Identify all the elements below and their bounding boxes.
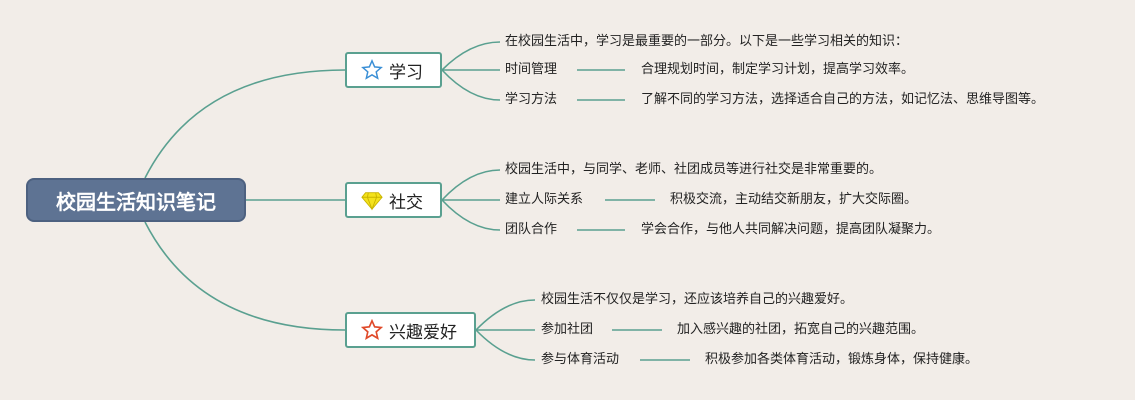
red-star-icon: [361, 319, 383, 341]
topic-study[interactable]: 学习: [345, 52, 442, 88]
social-item-1-label: 建立人际关系: [505, 192, 584, 207]
star-outline-icon: [361, 59, 383, 81]
connector-root-study: [144, 69, 346, 179]
root-topic[interactable]: 校园生活知识笔记: [26, 178, 246, 222]
connector-root-hobby: [144, 221, 346, 331]
root-title: 校园生活知识笔记: [56, 189, 216, 214]
topic-study-label: 学习: [389, 62, 423, 83]
social-item-1-desc: 积极交流，主动结交新朋友，扩大交际圈。: [670, 192, 918, 207]
social-intro: 校园生活中，与同学、老师、社团成员等进行社交是非常重要的。: [505, 162, 883, 177]
study-item-2-desc: 了解不同的学习方法，选择适合自己的方法，如记忆法、思维导图等。: [641, 92, 1045, 107]
hobby-intro: 校园生活不仅仅是学习，还应该培养自己的兴趣爱好。: [541, 292, 854, 307]
topic-social-label: 社交: [389, 192, 423, 213]
social-item-2-label: 团队合作: [505, 222, 558, 237]
hobby-item-1-label: 参加社团: [541, 322, 594, 337]
topic-hobby-label: 兴趣爱好: [389, 322, 457, 343]
hobby-item-1-desc: 加入感兴趣的社团，拓宽自己的兴趣范围。: [677, 322, 925, 337]
social-item-2-desc: 学会合作，与他人共同解决问题，提高团队凝聚力。: [641, 222, 941, 237]
study-item-1-label: 时间管理: [505, 62, 558, 77]
topic-social[interactable]: 社交: [345, 182, 442, 218]
study-intro: 在校园生活中，学习是最重要的一部分。以下是一些学习相关的知识：: [505, 34, 909, 49]
study-item-2-label: 学习方法: [505, 92, 558, 107]
hobby-item-2-label: 参与体育活动: [541, 352, 620, 367]
hobby-item-2-desc: 积极参加各类体育活动，锻炼身体，保持健康。: [705, 352, 979, 367]
diamond-icon: [361, 189, 383, 211]
study-item-1-desc: 合理规划时间，制定学习计划，提高学习效率。: [641, 62, 915, 77]
topic-hobby[interactable]: 兴趣爱好: [345, 312, 476, 348]
